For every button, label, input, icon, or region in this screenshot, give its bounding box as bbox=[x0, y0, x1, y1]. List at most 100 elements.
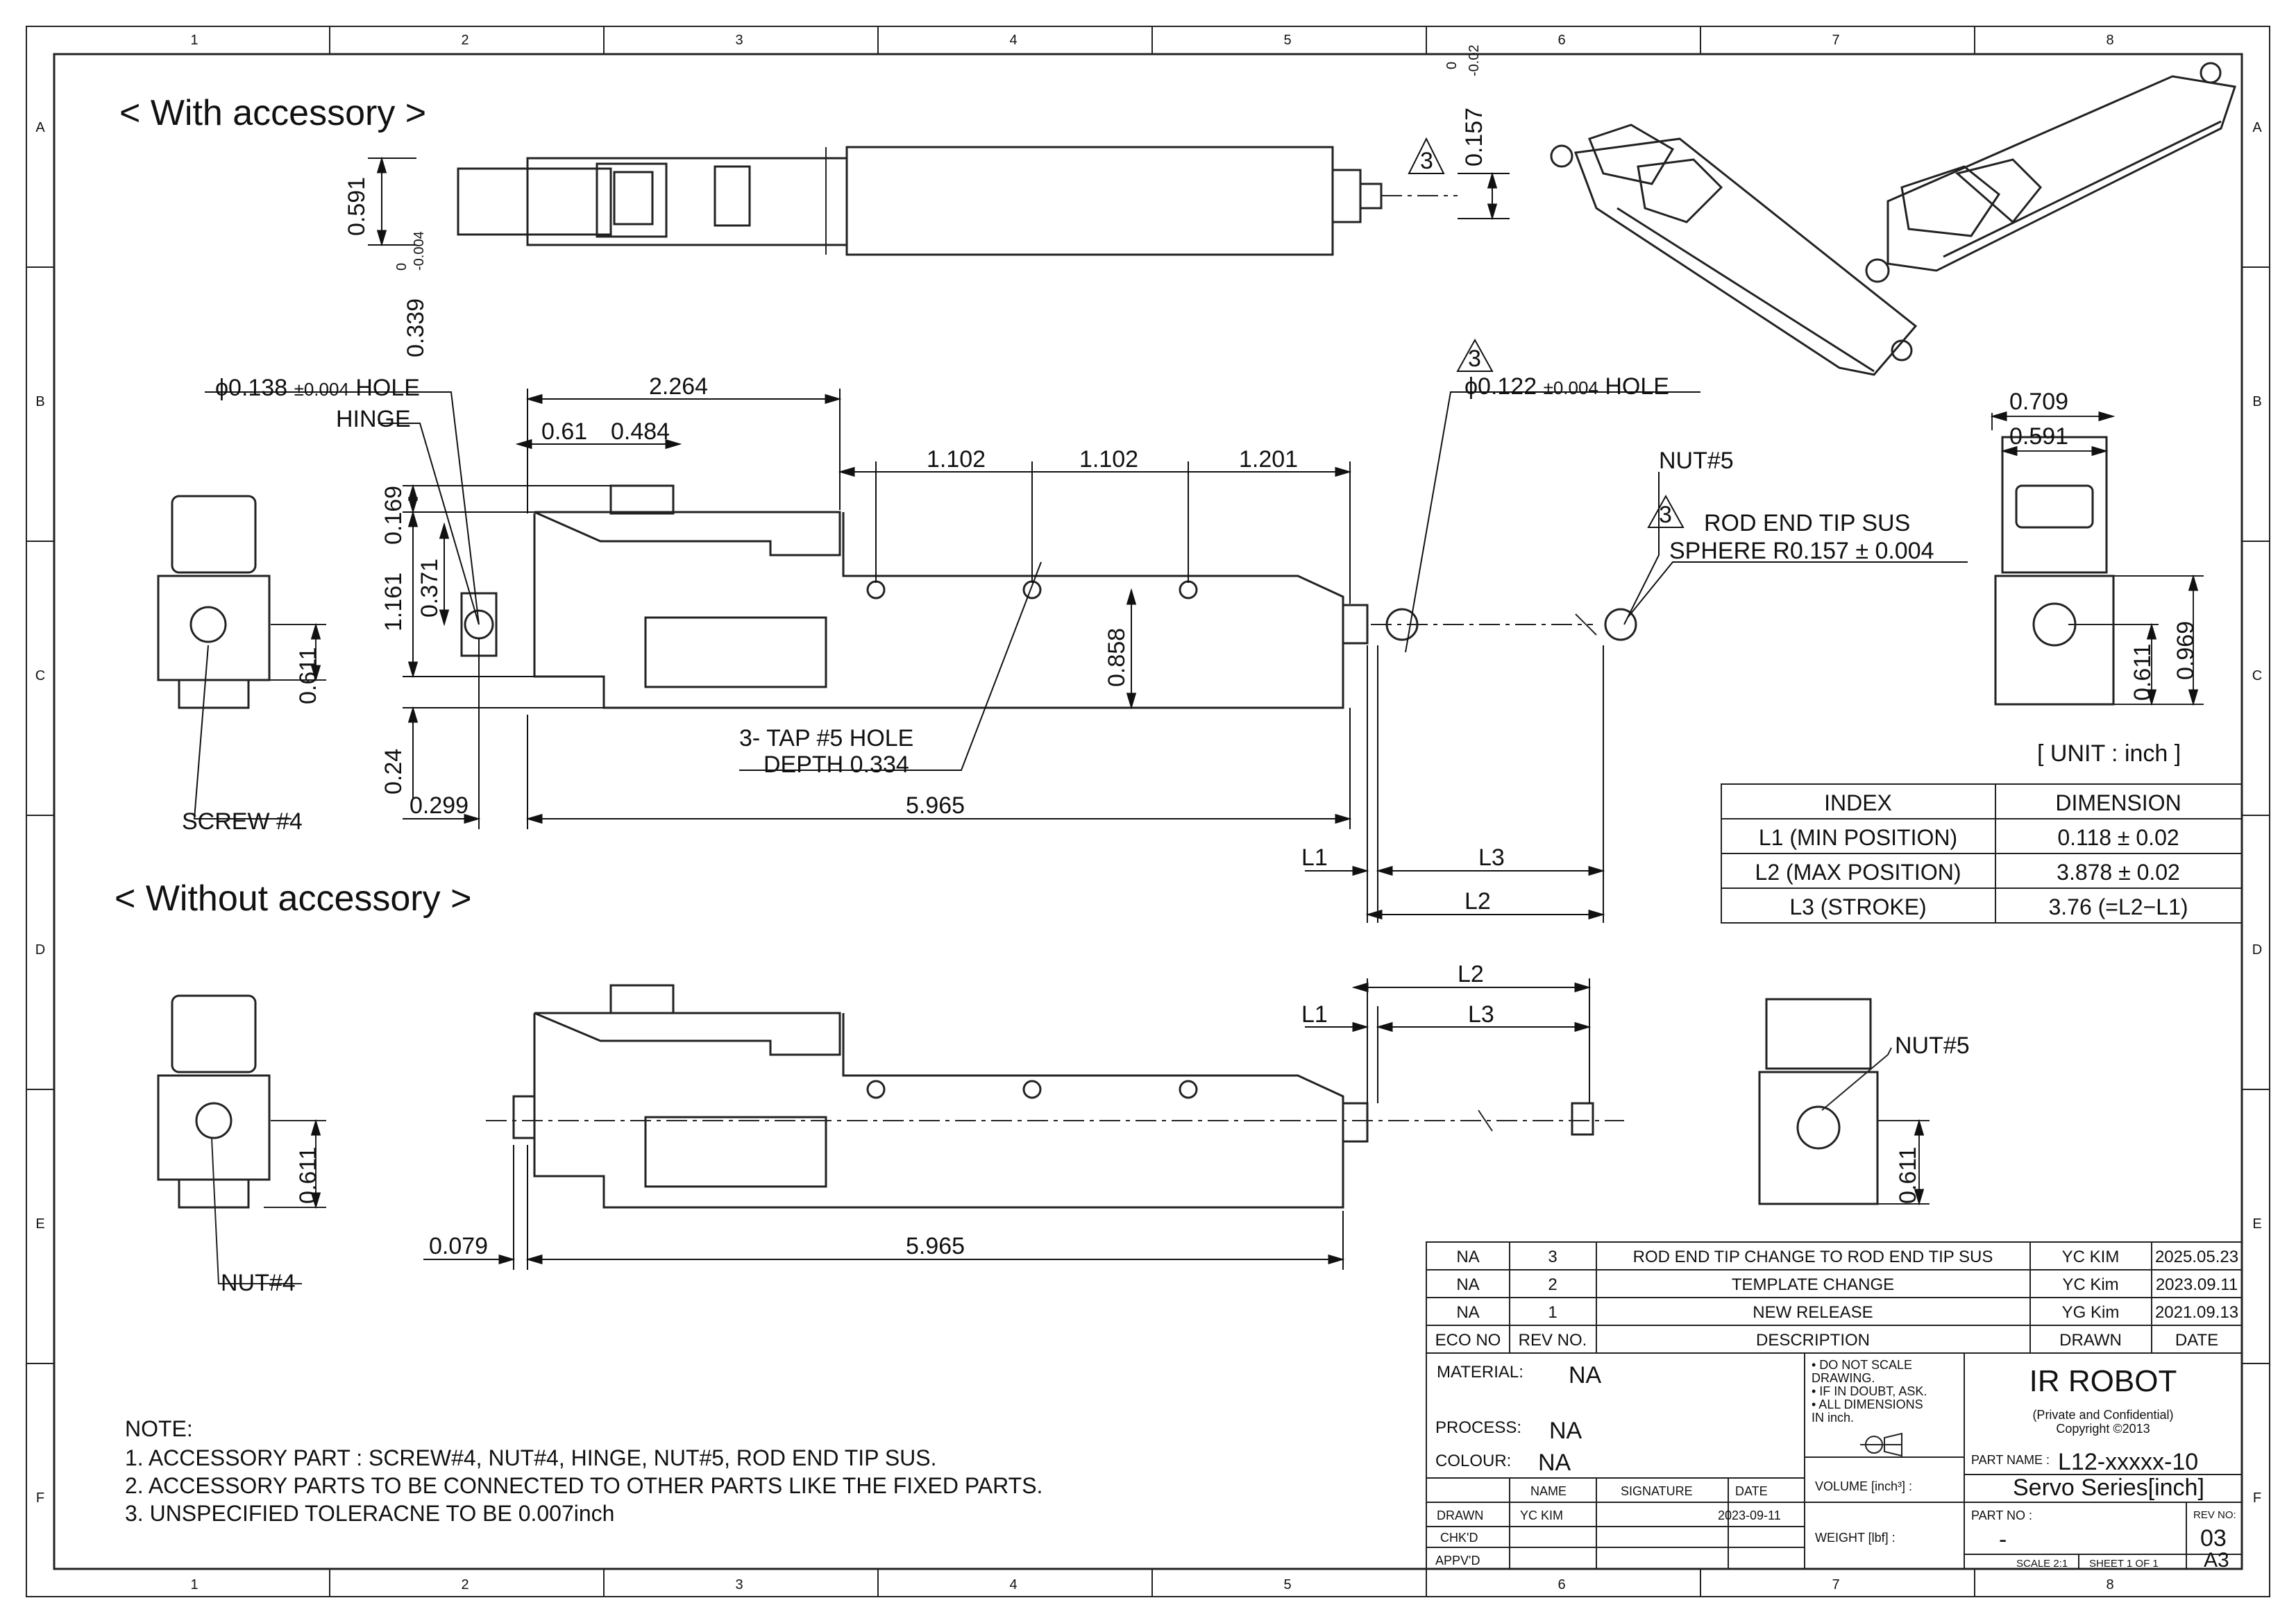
grid-labels: 1 2 3 4 5 6 7 8 1 2 3 4 5 6 7 8 A B C D … bbox=[35, 33, 2263, 1592]
label-tap-1: 3- TAP #5 HOLE bbox=[739, 725, 913, 751]
label-l1-bottom: L1 bbox=[1301, 1001, 1328, 1028]
tb-note-1: • DO NOT SCALE bbox=[1812, 1358, 1912, 1372]
dim-rod-tol-upper: 0 bbox=[1444, 62, 1460, 69]
dim-top-tol-lower: -0.004 bbox=[412, 231, 427, 271]
label-rod-end-1: ROD END TIP SUS bbox=[1704, 510, 1910, 536]
part-name-label: PART NAME : bbox=[1971, 1453, 2050, 1467]
dim-0611d: 0.611 bbox=[1895, 1146, 1921, 1204]
rev-r3-desc: NEW RELEASE bbox=[1753, 1303, 1873, 1322]
grid-col-bottom-3: 3 bbox=[735, 1577, 743, 1592]
label-l1-top: L1 bbox=[1301, 844, 1328, 871]
rev-r3-drawn: YG Kim bbox=[2062, 1303, 2120, 1322]
note-header: NOTE: bbox=[125, 1416, 193, 1441]
top-view-actuator bbox=[457, 146, 1458, 256]
tb-note-4: • ALL DIMENSIONS bbox=[1812, 1397, 1923, 1411]
label-tap-2: DEPTH 0.334 bbox=[763, 751, 909, 778]
dim-rod-hole: ϕ0.122 ±0.004 HOLE bbox=[1464, 373, 1669, 400]
rev-triangle-label-rodend: 3 bbox=[1659, 502, 1672, 528]
grid-col-bottom-4: 4 bbox=[1009, 1577, 1017, 1592]
weight-label: WEIGHT [lbf] : bbox=[1815, 1531, 1896, 1545]
rev-r2-rev: 2 bbox=[1548, 1275, 1557, 1294]
dim-hinge-hole-word: HOLE bbox=[355, 375, 420, 401]
part-name-1: L12-xxxxx-10 bbox=[2058, 1449, 2198, 1475]
index-row-2-index: L2 (MAX POSITION) bbox=[1755, 860, 1961, 885]
dim-1102b: 1.102 bbox=[1079, 446, 1138, 473]
rev-header-desc: DESCRIPTION bbox=[1756, 1331, 1870, 1350]
front-view-dimensions bbox=[193, 338, 1968, 923]
grid-col-bottom-6: 6 bbox=[1558, 1577, 1565, 1592]
side-view-left-bottom bbox=[157, 994, 326, 1284]
grid-row-right-e: E bbox=[2252, 1216, 2261, 1232]
grid-col-top-3: 3 bbox=[735, 33, 743, 48]
grid-row-left-c: C bbox=[35, 668, 45, 683]
label-l2-bottom: L2 bbox=[1458, 961, 1484, 987]
material-value: NA bbox=[1569, 1362, 1602, 1388]
grid-row-right-f: F bbox=[2253, 1490, 2261, 1506]
volume-label: VOLUME [inch³] : bbox=[1815, 1479, 1912, 1493]
dim-1201: 1.201 bbox=[1239, 446, 1298, 473]
dim-0611b: 0.611 bbox=[2129, 643, 2156, 701]
side-view-right-bottom bbox=[1758, 998, 1930, 1206]
isometric-view-left bbox=[1550, 124, 1918, 376]
colour-label: COLOUR: bbox=[1435, 1452, 1511, 1470]
rev-r1-drawn: YC KIM bbox=[2062, 1248, 2120, 1266]
dim-0079: 0.079 bbox=[429, 1233, 488, 1259]
material-label: MATERIAL: bbox=[1437, 1363, 1523, 1382]
rev-r3-rev: 1 bbox=[1548, 1303, 1557, 1322]
rev-r2-desc: TEMPLATE CHANGE bbox=[1732, 1275, 1894, 1294]
grid-ticks bbox=[26, 26, 2270, 1597]
isometric-view-right bbox=[1865, 62, 2236, 283]
label-l3-top: L3 bbox=[1478, 844, 1505, 871]
part-no-label: PART NO : bbox=[1971, 1509, 2032, 1522]
grid-col-bottom-8: 8 bbox=[2106, 1577, 2113, 1592]
section-title-without-accessory: < Without accessory > bbox=[115, 878, 471, 919]
dim-top-0591: 0.591 bbox=[344, 177, 370, 236]
dim-top-0339: 0.339 bbox=[403, 298, 429, 357]
revision-table-text: NA 3 ROD END TIP CHANGE TO ROD END TIP S… bbox=[1435, 1248, 2238, 1350]
sheet-label: SHEET 1 OF 1 bbox=[2089, 1558, 2159, 1570]
chkd-label: CHK'D bbox=[1440, 1531, 1478, 1545]
rev-r1-rev: 3 bbox=[1548, 1248, 1557, 1266]
dim-1102a: 1.102 bbox=[927, 446, 986, 473]
index-row-3-index: L3 (STROKE) bbox=[1789, 894, 1926, 919]
unit-label: [ UNIT : inch ] bbox=[2037, 740, 2181, 767]
size-label: A3 bbox=[2204, 1549, 2229, 1572]
index-row-2-dim: 3.878 ± 0.02 bbox=[2057, 860, 2180, 885]
index-row-3-dim: 3.76 (=L2−L1) bbox=[2048, 894, 2188, 919]
label-nut5: NUT#5 bbox=[1659, 448, 1734, 474]
grid-col-top-6: 6 bbox=[1558, 33, 1565, 48]
dim-061: 0.61 bbox=[541, 418, 587, 445]
rev-no-label: REV NO: bbox=[2193, 1509, 2236, 1521]
front-view-without-accessory bbox=[486, 984, 1624, 1209]
notes: NOTE: 1. ACCESSORY PART : SCREW#4, NUT#4… bbox=[125, 1416, 1043, 1526]
part-name-2: Servo Series[inch] bbox=[2013, 1475, 2204, 1501]
label-l2-top: L2 bbox=[1464, 888, 1491, 915]
dim-0709: 0.709 bbox=[2009, 389, 2068, 415]
revision-table bbox=[1426, 1241, 2243, 1354]
rev-r1-date: 2025.05.23 bbox=[2155, 1248, 2238, 1266]
grid-col-top-4: 4 bbox=[1009, 33, 1017, 48]
grid-row-left-d: D bbox=[35, 942, 45, 958]
col-signature: SIGNATURE bbox=[1621, 1484, 1693, 1498]
appvd-label: APPV'D bbox=[1435, 1554, 1480, 1567]
drawn-name: YC KIM bbox=[1520, 1509, 1563, 1522]
title-block bbox=[1426, 1352, 2243, 1570]
dim-0611c: 0.611 bbox=[295, 1146, 321, 1204]
dim-top-tol-upper: 0 bbox=[394, 263, 410, 271]
rev-header-drawn: DRAWN bbox=[2059, 1331, 2122, 1350]
rev-header-rev: REV NO. bbox=[1519, 1331, 1587, 1350]
grid-col-top-5: 5 bbox=[1283, 33, 1291, 48]
dim-5965a: 5.965 bbox=[906, 792, 965, 819]
rev-triangle-label-top: 3 bbox=[1420, 148, 1433, 174]
grid-col-bottom-7: 7 bbox=[1832, 1577, 1839, 1592]
dim-rod-dia: 0.157 bbox=[1461, 108, 1487, 167]
dim-5965b: 5.965 bbox=[906, 1233, 965, 1259]
index-table-text: INDEX DIMENSION L1 (MIN POSITION) 0.118 … bbox=[1755, 790, 2188, 919]
drawn-label: DRAWN bbox=[1437, 1509, 1483, 1522]
tb-note-2: DRAWING. bbox=[1812, 1371, 1875, 1385]
bottom-view-dimensions bbox=[423, 978, 1592, 1270]
grid-row-right-b: B bbox=[2252, 394, 2261, 409]
dim-0299: 0.299 bbox=[410, 792, 469, 819]
grid-col-bottom-1: 1 bbox=[190, 1577, 198, 1592]
